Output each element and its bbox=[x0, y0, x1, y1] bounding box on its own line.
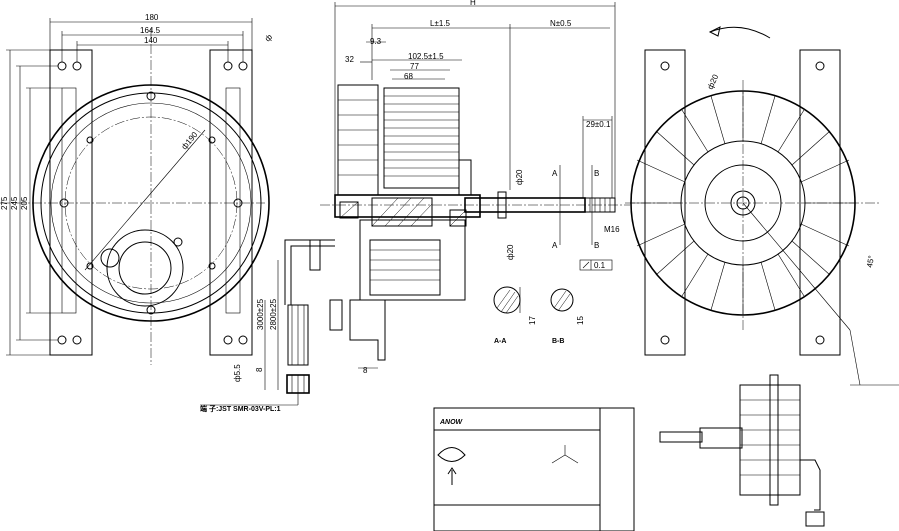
rotor bbox=[371, 197, 433, 227]
section-b-label: B-B bbox=[552, 338, 564, 345]
iso-shaft bbox=[659, 431, 703, 443]
section-b-bottom: B bbox=[594, 241, 599, 250]
dim-68: 68 bbox=[404, 72, 413, 81]
dim-32: 32 bbox=[345, 55, 354, 64]
stator bbox=[359, 219, 466, 301]
dim-N: N±0.5 bbox=[550, 19, 572, 28]
dim-thread: M16 bbox=[604, 225, 620, 234]
dim-H: H bbox=[470, 0, 476, 7]
dim-L: L±1.5 bbox=[430, 19, 451, 28]
dim-section-a: 17 bbox=[528, 316, 537, 325]
section-a-top: A bbox=[552, 169, 558, 178]
side-view: H L±1.5 N±0.5 9.3 32 102.5±1.5 77 68 bbox=[200, 0, 630, 413]
cable-outlet-hole bbox=[118, 241, 172, 295]
left-mounting-plate bbox=[49, 49, 93, 356]
iso-connector bbox=[805, 511, 825, 527]
dim-9-3: 9.3 bbox=[370, 37, 382, 46]
dim-cable-2800: 2800±25 bbox=[269, 298, 278, 330]
dim-phi: ф bbox=[263, 32, 274, 43]
isometric-view bbox=[659, 374, 825, 527]
bearing-right bbox=[449, 209, 467, 227]
dim-shaft-top: ф20 bbox=[515, 169, 524, 185]
dim-29: 29±0.1 bbox=[586, 120, 611, 129]
section-a-label: A-A bbox=[494, 338, 506, 345]
title-logo: ANOW bbox=[439, 419, 464, 426]
grommet bbox=[100, 248, 120, 268]
rear-right-plate bbox=[799, 49, 841, 356]
rear-view: ф20 45° bbox=[625, 26, 899, 386]
cable-outlet-boss bbox=[106, 229, 184, 307]
section-details: 17 15 A-A B-B bbox=[493, 286, 585, 345]
dim-corner: 8 bbox=[255, 367, 264, 372]
left-plate-slot bbox=[61, 87, 77, 314]
rotation-arrow bbox=[709, 26, 771, 39]
front-view: 180 164.5 140 ф 275 245 205 ф190 ф5.5 8 bbox=[0, 13, 274, 382]
up-arrow bbox=[447, 467, 457, 485]
shaft bbox=[320, 191, 630, 219]
right-mounting-plate bbox=[209, 49, 253, 356]
section-b-top: B bbox=[594, 169, 599, 178]
dim-cable-3000: 3000±25 bbox=[256, 298, 265, 330]
dim-164-5: 164.5 bbox=[140, 26, 161, 35]
rear-top-label: ф20 bbox=[706, 73, 721, 91]
dim-180: 180 bbox=[145, 13, 159, 22]
motor-section bbox=[329, 194, 481, 361]
dim-205: 205 bbox=[20, 196, 29, 210]
connector-label: 端 子:JST SMR-03V-PL:1 bbox=[200, 404, 281, 413]
section-b-shape bbox=[550, 288, 574, 312]
cooling-fins bbox=[337, 84, 472, 196]
section-a-bottom: A bbox=[552, 241, 558, 250]
dim-245: 245 bbox=[10, 196, 19, 210]
dim-77: 77 bbox=[410, 62, 419, 71]
tolerance-frame bbox=[579, 259, 613, 271]
dim-shaft-bottom: ф20 bbox=[506, 244, 515, 260]
dim-140: 140 bbox=[144, 36, 158, 45]
dim-hole: ф5.5 bbox=[233, 364, 242, 382]
bearing-left bbox=[339, 201, 359, 219]
dim-8: 8 bbox=[363, 366, 368, 375]
tol-flat: 0.1 bbox=[594, 261, 606, 270]
angle-label: 45° bbox=[865, 255, 876, 268]
right-plate-slot bbox=[225, 87, 241, 314]
section-a-shape bbox=[493, 286, 521, 314]
dim-section-b: 15 bbox=[576, 316, 585, 325]
dim-102-5: 102.5±1.5 bbox=[408, 52, 444, 61]
rear-left-plate bbox=[644, 49, 686, 356]
dim-275: 275 bbox=[0, 196, 9, 210]
three-phase-symbol bbox=[551, 445, 579, 464]
cable-harness bbox=[264, 239, 335, 394]
title-block: ANOW bbox=[433, 407, 635, 531]
radial-fins bbox=[631, 91, 855, 315]
logo-badge bbox=[437, 447, 466, 462]
